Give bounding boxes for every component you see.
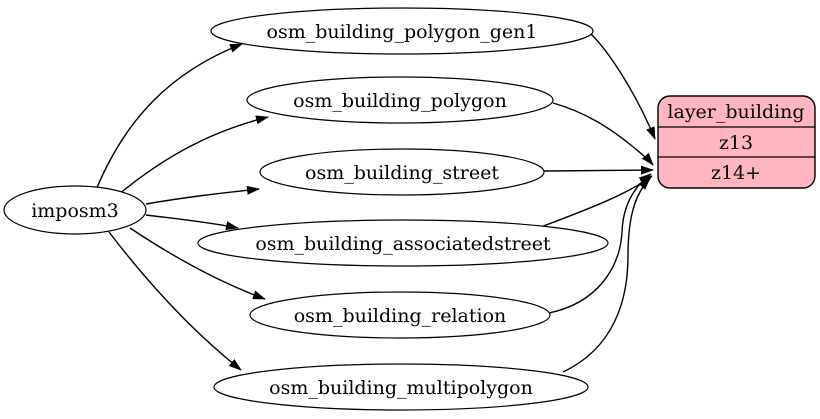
node-imposm3: imposm3 bbox=[3, 185, 147, 235]
edges-group bbox=[95, 33, 656, 373]
osm-building-street-ellipse bbox=[259, 148, 545, 196]
edge-osm-building-street-to-z14 bbox=[543, 165, 654, 175]
imposm3-label: imposm3 bbox=[31, 200, 119, 222]
layer-building-title: layer_building bbox=[667, 101, 804, 123]
layer-building-row-z14: z14+ bbox=[711, 162, 761, 184]
osm-building-polygon-gen1-ellipse bbox=[210, 7, 594, 55]
osm-building-street-label: osm_building_street bbox=[305, 162, 499, 184]
osm-building-multipolygon-label: osm_building_multipolygon bbox=[269, 377, 533, 399]
osm-building-polygon-gen1-label: osm_building_polygon_gen1 bbox=[267, 21, 538, 43]
osm-building-associatedstreet-label: osm_building_associatedstreet bbox=[255, 233, 551, 255]
osm-building-polygon-ellipse bbox=[246, 76, 554, 124]
node-osm-building-associatedstreet: osm_building_associatedstreet bbox=[197, 219, 609, 267]
node-osm-building-street: osm_building_street bbox=[259, 148, 545, 196]
osm-building-associatedstreet-ellipse bbox=[197, 219, 609, 267]
node-osm-building-relation: osm_building_relation bbox=[249, 291, 551, 339]
osm-building-multipolygon-ellipse bbox=[213, 363, 589, 411]
edge-imposm3-to-osm-building-multipolygon bbox=[108, 231, 242, 371]
edge-imposm3-to-osm-building-relation bbox=[129, 227, 266, 300]
osm-building-relation-label: osm_building_relation bbox=[294, 305, 507, 327]
node-osm-building-polygon: osm_building_polygon bbox=[246, 76, 554, 124]
layer-building-row-z13: z13 bbox=[719, 132, 753, 154]
edge-imposm3-to-osm-building-polygon-gen1 bbox=[95, 43, 243, 191]
osm-building-polygon-label: osm_building_polygon bbox=[293, 90, 507, 112]
edge-osm-building-polygon-gen1-to-z13 bbox=[590, 33, 656, 140]
imposm3-ellipse bbox=[3, 185, 147, 235]
edge-osm-building-multipolygon-to-z14 bbox=[562, 177, 651, 373]
node-osm-building-polygon-gen1: osm_building_polygon_gen1 bbox=[210, 7, 594, 55]
edge-imposm3-to-osm-building-associatedstreet bbox=[145, 214, 239, 231]
edge-imposm3-to-osm-building-polygon bbox=[117, 115, 269, 196]
edge-osm-building-relation-to-z14 bbox=[548, 173, 652, 314]
edge-imposm3-to-osm-building-street bbox=[145, 185, 260, 205]
edge-osm-building-polygon-to-z14 bbox=[552, 102, 654, 166]
osm-building-relation-ellipse bbox=[249, 291, 551, 339]
layer-building-box bbox=[657, 95, 816, 189]
node-osm-building-multipolygon: osm_building_multipolygon bbox=[213, 363, 589, 411]
node-layer-building: layer_building z13 z14+ bbox=[657, 95, 816, 189]
